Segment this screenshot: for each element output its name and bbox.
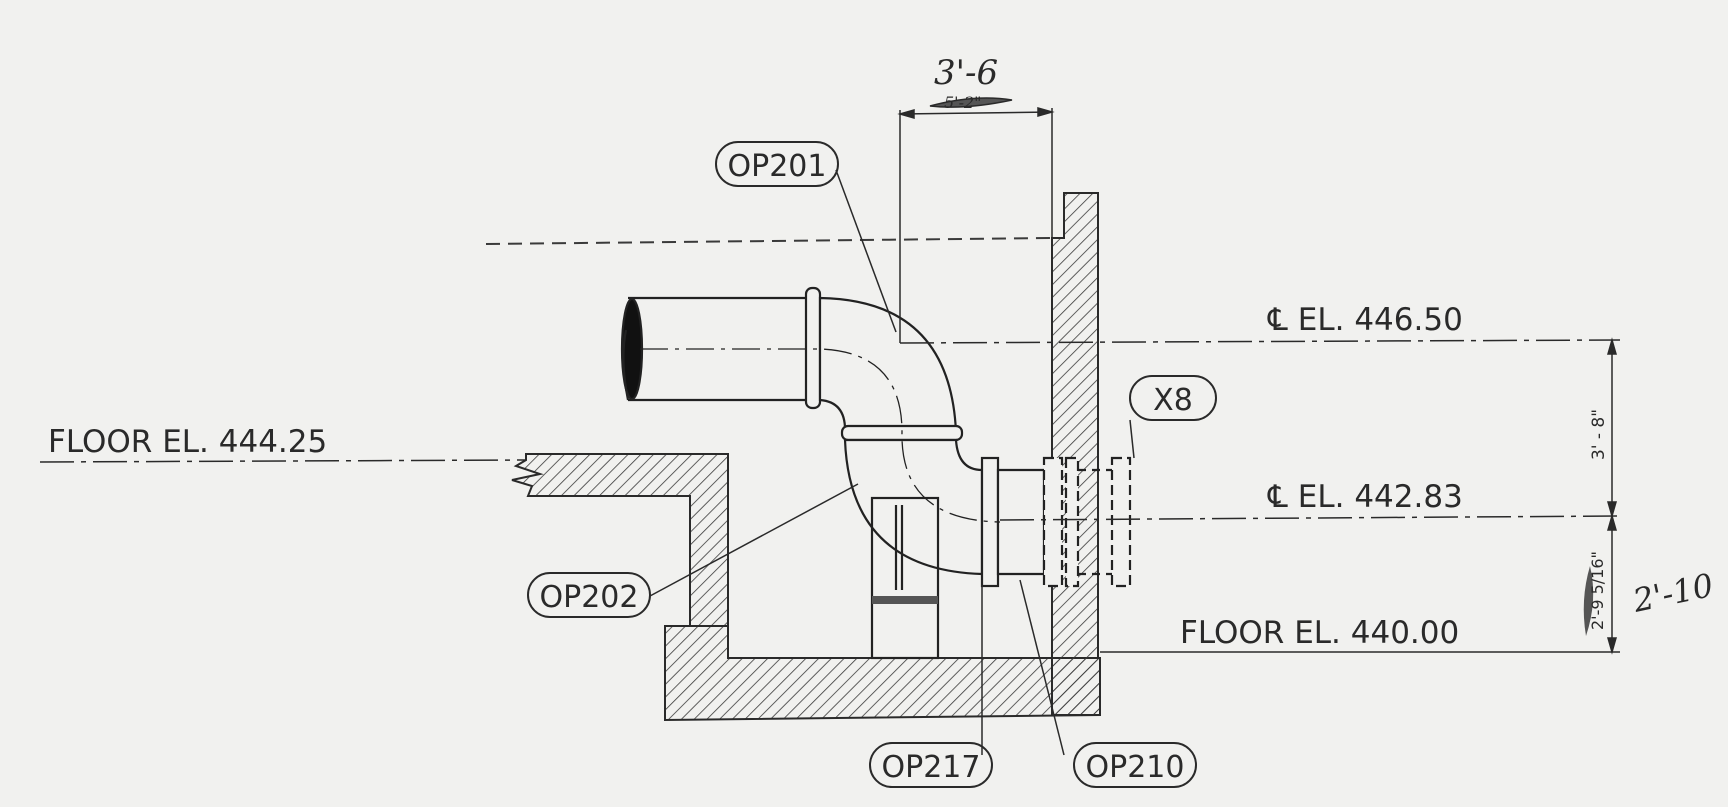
right-wall — [1051, 192, 1101, 716]
tag-op202-label: OP202 — [540, 580, 639, 615]
top-dimension-struck: 5'-2" — [944, 93, 982, 112]
elbow-centerline — [640, 348, 1001, 523]
vertical-dimension-lower-struck: 2'-9 5/16" — [1588, 551, 1607, 630]
tag-op217: OP217 — [869, 742, 993, 788]
concrete-structure — [511, 192, 1620, 722]
callout-leaders — [649, 169, 1135, 756]
cl-upper-label: ℄ EL. 446.50 — [1267, 302, 1463, 338]
cl-lower-label: ℄ EL. 442.83 — [1267, 479, 1463, 515]
tag-op201-label: OP201 — [728, 149, 827, 184]
top-dimension-handwritten: 3'-6 — [934, 53, 998, 93]
lower-elbow — [843, 438, 984, 576]
water-level-line — [485, 237, 1053, 245]
cl-upper-line — [899, 339, 1621, 344]
tag-op202: OP202 — [527, 572, 651, 618]
tag-op217-label: OP217 — [882, 750, 981, 785]
wall-spool — [996, 468, 1046, 576]
right-vertical-dimension — [1583, 337, 1617, 655]
vertical-dimension-upper: 3' - 8" — [1589, 409, 1609, 460]
upper-elbow — [818, 296, 958, 434]
tag-op210-label: OP210 — [1086, 750, 1185, 785]
upper-coupling — [804, 286, 822, 410]
tag-x8: X8 — [1129, 375, 1217, 421]
pipe-assembly — [620, 286, 1132, 660]
top-dimension — [897, 97, 1055, 343]
elevation-lines — [39, 339, 1621, 521]
floor-lower-label: FLOOR EL. 440.00 — [1180, 615, 1459, 651]
cl-lower-line — [999, 515, 1621, 521]
flange-x8 — [1110, 456, 1132, 588]
vertical-dimension-lower-handwritten: 2'-10 — [1629, 566, 1717, 620]
support-post — [870, 496, 940, 660]
floor-upper-label: FLOOR EL. 444.25 — [48, 424, 327, 460]
tag-x8-label: X8 — [1153, 383, 1193, 418]
floor-upper-line — [39, 459, 527, 463]
tag-op210: OP210 — [1073, 742, 1197, 788]
upper-floor-slab — [511, 453, 729, 627]
flange-op210 — [1042, 456, 1064, 588]
tag-op201: OP201 — [715, 141, 839, 187]
